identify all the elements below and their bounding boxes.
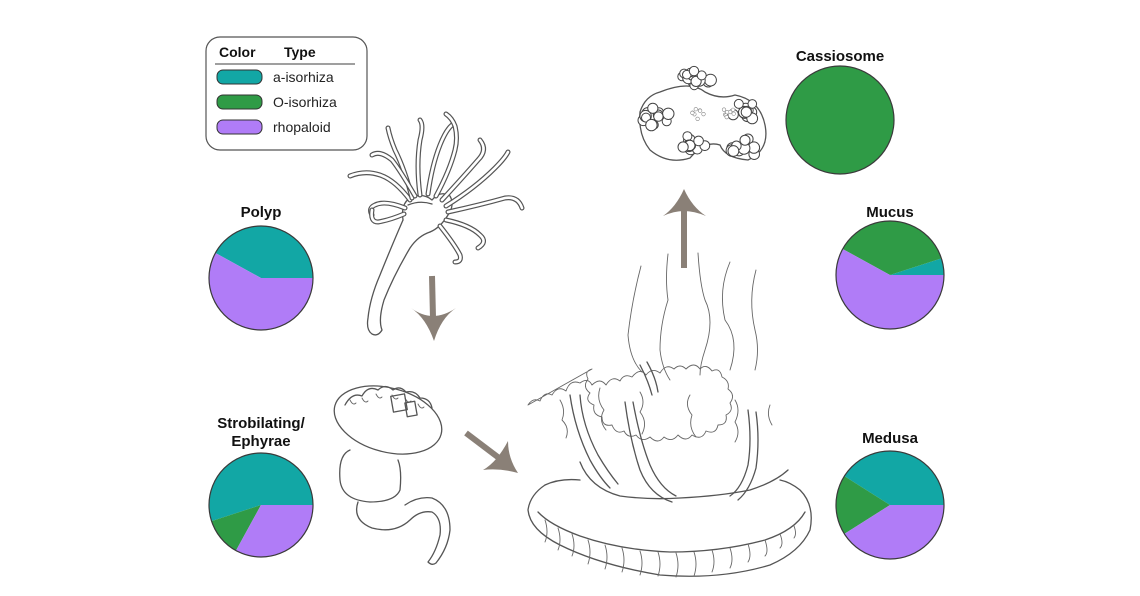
pie-outline	[835, 450, 945, 560]
zooxanthella	[731, 111, 736, 116]
polyp-drawing	[347, 111, 525, 336]
arrow-shaft	[429, 275, 436, 319]
zooxanthella	[695, 116, 700, 121]
legend-swatch-a-isorhiza	[216, 69, 263, 85]
vesicle	[677, 141, 689, 153]
vesicle	[682, 131, 693, 142]
legend-swatch-o-isorhiza	[216, 94, 263, 110]
legend: Color Type a-isorhiza O-isorhiza rhopalo…	[205, 36, 368, 151]
vesicle	[740, 106, 752, 118]
legend-label: O-isorhiza	[273, 94, 337, 110]
arrow-down-icon	[411, 308, 456, 341]
legend-header-color: Color	[219, 44, 256, 60]
pie-slice-a-isorhiza	[844, 451, 944, 505]
pie-charts	[208, 65, 945, 560]
arrow-diagonal-icon	[483, 441, 518, 473]
pie-slice-rhopaloid	[836, 248, 944, 330]
vesicle	[696, 70, 707, 81]
pie-slice-a-isorhiza	[890, 258, 944, 275]
zooxanthella	[693, 107, 698, 112]
vesicle	[739, 134, 751, 146]
pie-outline	[835, 220, 945, 330]
pie-slice-O-isorhiza	[211, 505, 261, 551]
vesicle	[653, 111, 664, 122]
vesicle	[733, 98, 744, 109]
legend-label: rhopaloid	[273, 119, 331, 135]
cassiosome-drawing	[637, 65, 767, 161]
pie-outline	[785, 65, 895, 175]
pie-outline	[208, 452, 314, 558]
legend-header-type: Type	[284, 44, 316, 60]
cassiosome-vesicles	[637, 65, 761, 160]
medusa-drawing	[527, 252, 812, 578]
vesicle	[747, 99, 758, 109]
label-mucus: Mucus	[866, 204, 914, 221]
vesicle	[727, 145, 740, 157]
strobila-drawing	[333, 385, 451, 565]
pie-slice-rhopaloid	[208, 252, 313, 330]
pie-slice-a-isorhiza	[209, 453, 313, 522]
pie-polyp	[208, 225, 314, 331]
pie-slice-a-isorhiza	[215, 226, 313, 278]
label-strobilating: Strobilating/	[217, 415, 305, 432]
arrow-strobila-to-medusa	[464, 430, 518, 473]
pie-cassiosome	[785, 65, 895, 175]
zooxanthella	[697, 108, 703, 113]
vesicle	[647, 102, 659, 114]
vesicle	[662, 107, 675, 121]
pie-slice-rhopaloid	[844, 505, 944, 559]
zooxanthella	[721, 107, 727, 112]
zooxanthella	[724, 110, 730, 115]
zooxanthella	[724, 114, 729, 120]
legend-label: a-isorhiza	[273, 69, 334, 85]
zooxanthella	[701, 111, 706, 117]
zooxanthella	[690, 110, 695, 115]
label-medusa: Medusa	[862, 430, 919, 447]
pie-slice-O-isorhiza	[842, 220, 942, 275]
pie-mucus	[835, 220, 945, 330]
arrow-shaft	[464, 430, 505, 464]
pie-slice-rhopaloid	[235, 505, 313, 557]
vesicle	[645, 118, 658, 132]
arrow-up-icon	[663, 189, 706, 216]
zooxanthella	[730, 107, 736, 112]
legend-item: O-isorhiza	[216, 94, 337, 110]
legend-swatch-rhopaloid	[216, 119, 263, 135]
pie-strobilating-ephyrae	[208, 452, 314, 558]
legend-item: rhopaloid	[216, 119, 331, 135]
arrow-medusa-to-cassiosome	[663, 189, 706, 268]
pie-medusa	[835, 450, 945, 560]
vesicle	[688, 65, 700, 77]
pie-outline	[208, 225, 314, 331]
vesicle	[693, 135, 704, 147]
legend-item: a-isorhiza	[216, 69, 334, 85]
label-ephyrae: Ephyrae	[231, 433, 290, 450]
label-polyp: Polyp	[241, 204, 282, 221]
pie-slice-O-isorhiza	[836, 476, 890, 534]
arrow-polyp-to-strobila	[411, 275, 456, 341]
pie-slice-O-isorhiza	[786, 66, 894, 174]
label-cassiosome: Cassiosome	[796, 48, 884, 65]
